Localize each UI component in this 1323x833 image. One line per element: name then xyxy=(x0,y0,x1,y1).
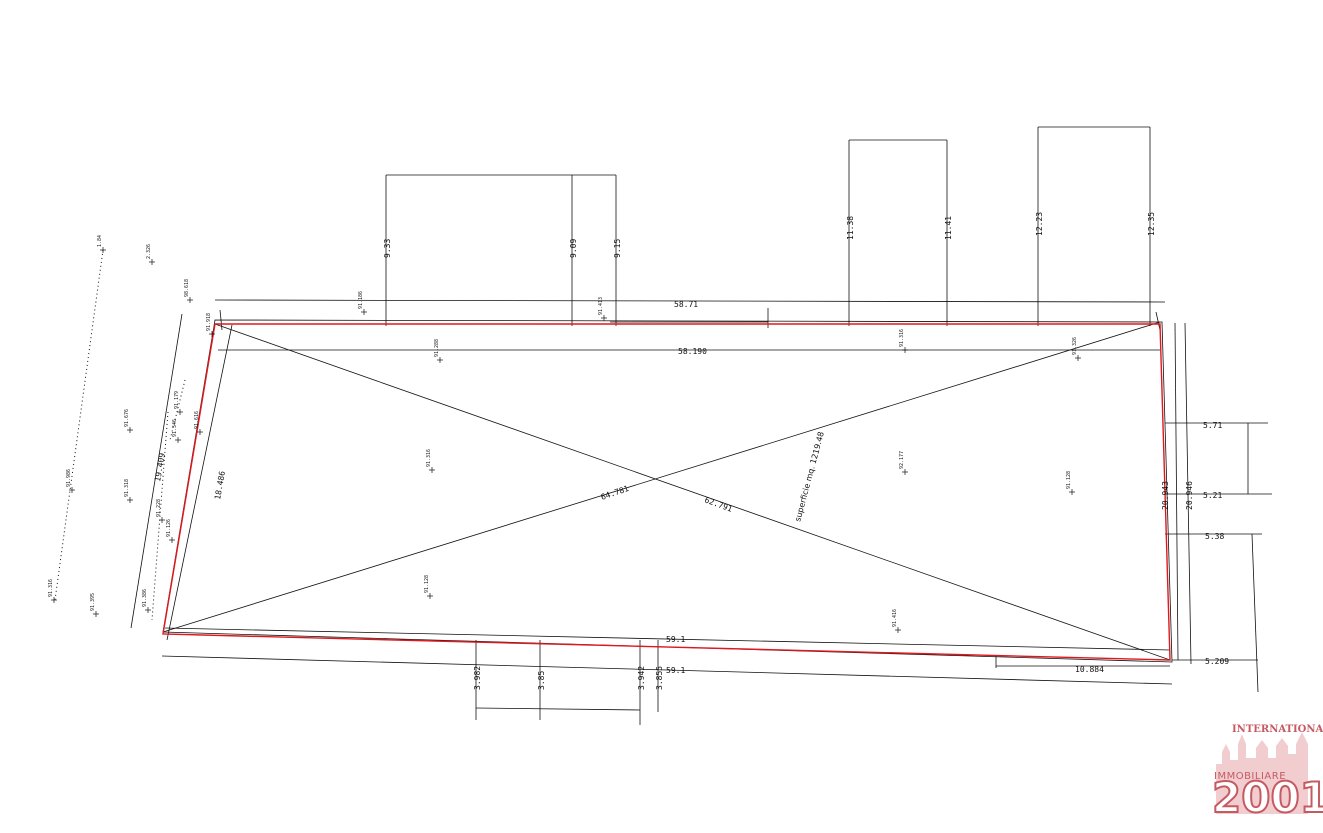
bottom-offset-label-1: 3.982 xyxy=(473,666,482,690)
parcel-outline xyxy=(162,319,1173,663)
bottom-inner-label: 59.1 xyxy=(666,635,685,644)
top-offset-label-6: 12.23 xyxy=(1035,212,1044,236)
survey-point-label: 2.326 xyxy=(146,244,152,259)
diagonal-label-2: 62.791 xyxy=(703,495,733,513)
left-reference-dotted-line-2 xyxy=(151,411,169,621)
right-outer-label: 20.946 xyxy=(1185,481,1194,510)
survey-point-label: 98.618 xyxy=(184,279,190,297)
survey-point-label: 91.413 xyxy=(598,297,604,315)
diagonal-line-2 xyxy=(162,321,1161,633)
right-dim-label-4: 5.209 xyxy=(1205,657,1229,666)
right-dim-label-1: 5.71 xyxy=(1203,421,1222,430)
survey-point-label: 91.986 xyxy=(66,469,72,487)
survey-point-label: 91.316 xyxy=(899,329,905,347)
survey-point-label: 91.386 xyxy=(142,589,148,607)
survey-point-label: 1.84 xyxy=(97,235,103,247)
survey-point-label: 91.316 xyxy=(48,579,54,597)
bottom-right-seg-label: 10.884 xyxy=(1075,665,1104,674)
corner-tick-tl xyxy=(219,309,223,331)
survey-point-label: 91.186 xyxy=(358,291,364,309)
top-inner-label: 58.190 xyxy=(678,347,707,356)
survey-point-label: 91.395 xyxy=(90,593,96,611)
bottom-overall-label: 59.1 xyxy=(666,666,685,675)
top-overall-label: 58.71 xyxy=(674,300,698,309)
left-outer-dim-line xyxy=(130,313,183,629)
survey-point-label: 91.546 xyxy=(172,419,178,437)
survey-point-label: 91.128 xyxy=(424,575,430,593)
right-dim-label-2: 5.21 xyxy=(1203,491,1222,500)
property-boundary xyxy=(162,323,1171,661)
right-inner-dim-line xyxy=(1174,322,1179,661)
top-offset-label-5: 11.41 xyxy=(944,216,953,240)
top-offset-label-2: 9.09 xyxy=(569,239,578,258)
survey-point-label: 91.326 xyxy=(1072,337,1078,355)
survey-point-label: 91.676 xyxy=(124,409,130,427)
bottom-offset-label-3: 3.942 xyxy=(637,666,646,690)
survey-point-label: 91.918 xyxy=(206,313,212,331)
survey-points xyxy=(51,247,1081,633)
survey-point-label: 91.316 xyxy=(426,449,432,467)
top-offset-label-4: 11.38 xyxy=(846,216,855,240)
right-offset-vert-2 xyxy=(1251,533,1259,693)
city-skyline-icon xyxy=(1216,732,1308,814)
top-offset-label-3: 9.15 xyxy=(613,239,622,258)
bottom-inner-dim-line xyxy=(164,627,1171,651)
right-inner-label: 20.943 xyxy=(1161,481,1170,510)
diagonal-label-1: 64.781 xyxy=(600,484,630,502)
survey-point-label: 91.288 xyxy=(434,339,440,357)
top-offset-label-7: 12.35 xyxy=(1147,212,1156,236)
diagonal-line-1 xyxy=(214,323,1171,661)
top-offset-label-1: 9.33 xyxy=(383,239,392,258)
agency-logo: INTERNATIONAL IMMOBILIARE 2001 xyxy=(1210,724,1323,820)
survey-point-label: 91.318 xyxy=(124,479,130,497)
bottom-offset-label-2: 3.85 xyxy=(537,671,546,690)
survey-point-label: 91.228 xyxy=(156,499,162,517)
left-reference-dotted-line xyxy=(54,249,104,601)
logo-immobiliare-text: IMMOBILIARE xyxy=(1214,771,1287,782)
bottom-offset-label-4: 3.855 xyxy=(655,666,664,690)
survey-point-label: 91.416 xyxy=(892,609,898,627)
survey-point-label: 91.126 xyxy=(166,519,172,537)
bottom-offset-bar xyxy=(475,707,641,711)
left-inner-label: 18.486 xyxy=(213,470,227,500)
logo-year-text: 2001 xyxy=(1211,773,1323,822)
left-inner-dim-line xyxy=(166,324,233,641)
corner-tick-tr xyxy=(1155,311,1161,331)
survey-point-label: 91.179 xyxy=(174,391,180,409)
left-outer-label: 19.409 xyxy=(153,452,167,482)
superficie-label: superficie mq. 1219.48 xyxy=(793,431,826,523)
survey-point-label: 91.616 xyxy=(194,411,200,429)
logo-international-text: INTERNATIONAL xyxy=(1232,724,1323,735)
survey-point-label: 91.128 xyxy=(1066,471,1072,489)
bottom-overall-dim-line xyxy=(161,655,1173,685)
right-dim-label-3: 5.38 xyxy=(1205,532,1224,541)
top-overall-dim-line xyxy=(214,299,1166,303)
survey-point-label: 92.177 xyxy=(899,451,905,469)
right-outer-dim-line xyxy=(1184,322,1192,665)
